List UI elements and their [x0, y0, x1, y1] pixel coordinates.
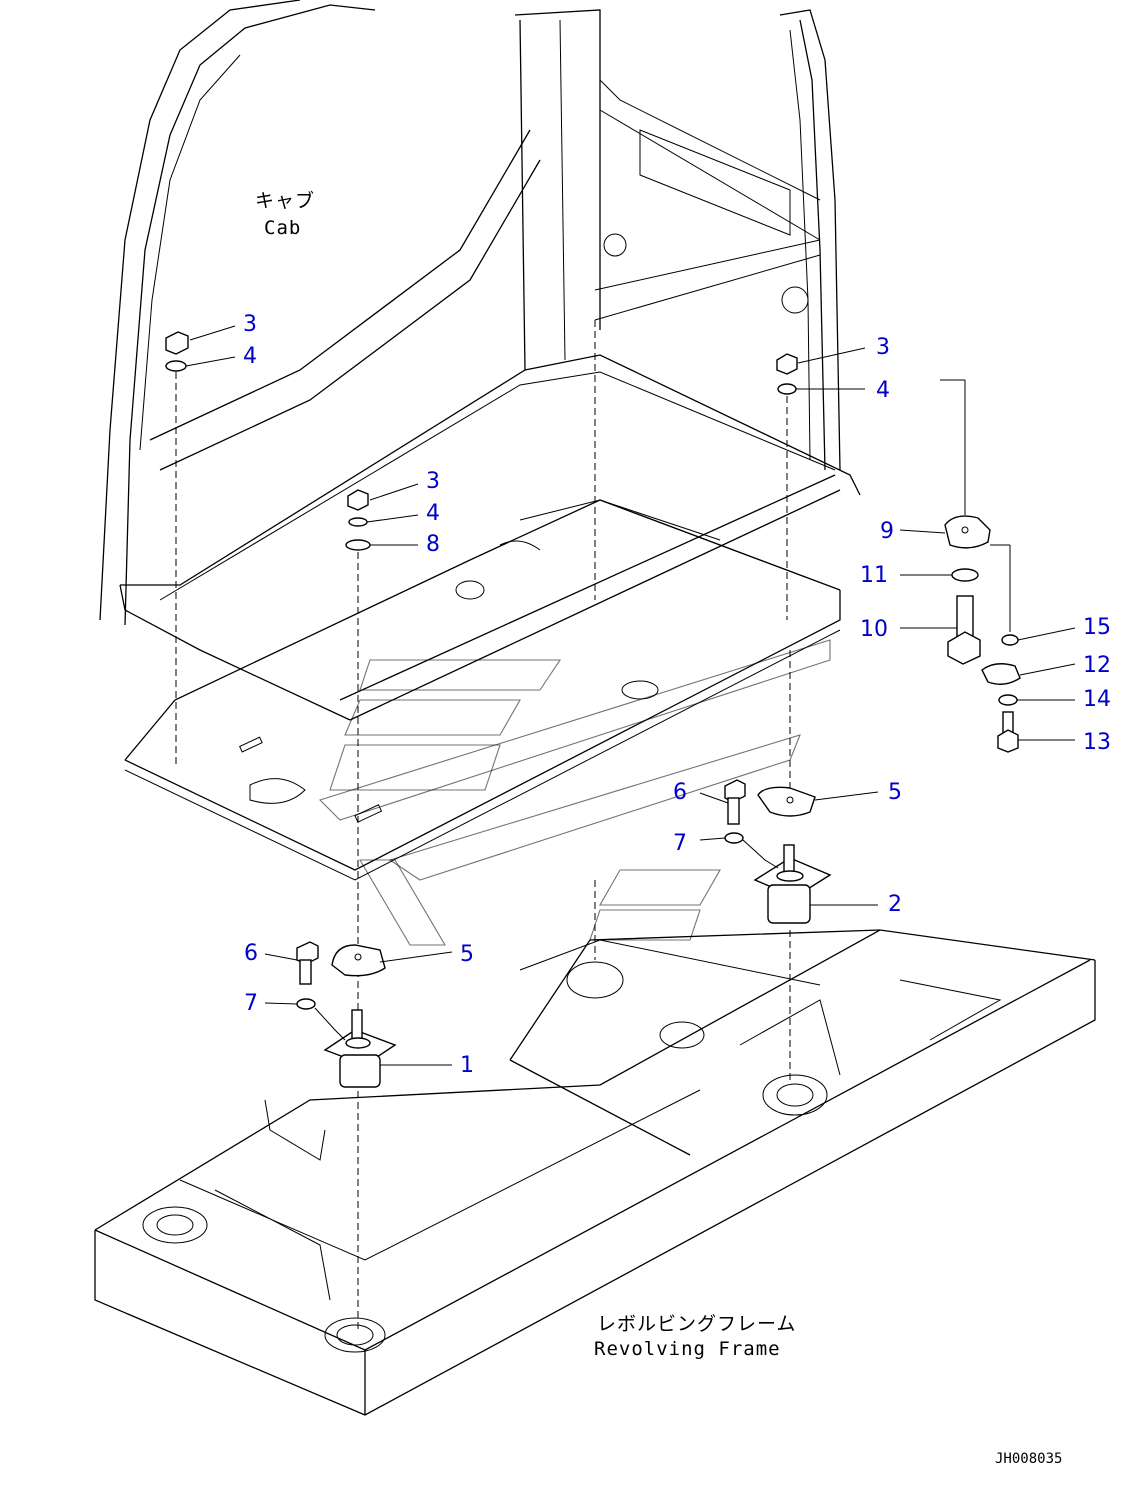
reference-code: JH008035	[995, 1451, 1062, 1467]
watermark-logo	[318, 639, 831, 946]
leader-lines	[185, 320, 1076, 1066]
revolving-frame-outline	[94, 929, 1096, 1416]
nut-3c	[776, 353, 798, 375]
callout-3c: 3	[876, 335, 890, 360]
callout-10: 10	[860, 617, 888, 642]
callout-5b: 5	[460, 942, 474, 967]
callout-6b: 6	[244, 941, 258, 966]
callout-7a: 7	[673, 831, 687, 856]
callout-11: 11	[860, 563, 888, 588]
cab-label-en: Cab	[264, 217, 301, 239]
cab-outline	[99, 0, 861, 881]
nut-3a	[165, 331, 189, 355]
captions: キャブ Cab レボルビングフレーム Revolving Frame JH008…	[255, 189, 1062, 1467]
callout-15: 15	[1083, 615, 1111, 640]
washer-8	[345, 539, 371, 551]
hardware-left	[165, 331, 189, 765]
callout-9: 9	[880, 519, 894, 544]
washer-4b	[348, 517, 368, 527]
hardware-center	[296, 489, 397, 1330]
callout-4b: 4	[426, 501, 440, 526]
callout-1: 1	[460, 1053, 474, 1078]
callout-4c: 4	[876, 378, 890, 403]
callout-13: 13	[1083, 730, 1111, 755]
cab-label-jp: キャブ	[255, 189, 315, 212]
callout-numbers: 3 4 3 4 8 3 4 9 11 10 15 12 14 13 6 5 7 …	[243, 312, 1111, 1078]
callout-5a: 5	[888, 780, 902, 805]
bolt-13	[997, 711, 1019, 753]
washer-14	[998, 694, 1018, 706]
callout-3a: 3	[243, 312, 257, 337]
nut-3b	[347, 489, 369, 511]
callout-2: 2	[888, 892, 902, 917]
callout-6a: 6	[673, 780, 687, 805]
callout-3b: 3	[426, 469, 440, 494]
callout-12: 12	[1083, 653, 1111, 678]
hardware-right	[724, 353, 1021, 1080]
callout-7b: 7	[244, 991, 258, 1016]
frame-label-jp: レボルビングフレーム	[597, 1313, 796, 1335]
callout-14: 14	[1083, 687, 1111, 712]
mount-1	[323, 1009, 397, 1088]
plate-12	[981, 663, 1021, 685]
washer-4c	[777, 383, 797, 395]
callout-8: 8	[426, 532, 440, 557]
bolt-6a	[724, 779, 746, 803]
frame-label-en: Revolving Frame	[594, 1338, 781, 1360]
washer-4a	[165, 360, 187, 372]
callout-4a: 4	[243, 344, 257, 369]
nut-15	[1001, 634, 1019, 646]
bolt-10	[947, 595, 981, 665]
washer-11	[951, 568, 979, 582]
stopper-5a	[757, 786, 816, 817]
mount-2	[753, 844, 832, 924]
washer-7a	[724, 832, 744, 844]
washer-7b	[296, 998, 316, 1010]
